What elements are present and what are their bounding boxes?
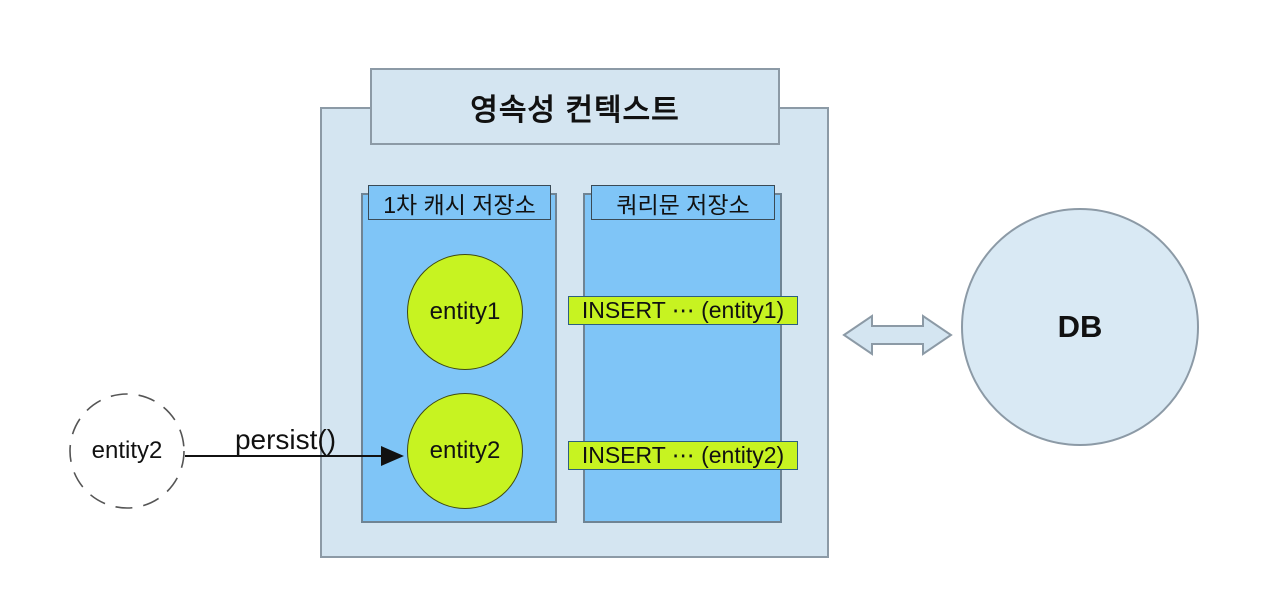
query-store-label: 쿼리문 저장소 [591,185,775,220]
query-store-box [583,193,782,523]
cache-store-label: 1차 캐시 저장소 [368,185,551,220]
persistence-context-title: 영속성 컨텍스트 [370,68,780,145]
entity2-circle: entity2 [407,393,523,509]
db-circle: DB [961,208,1199,446]
detached-entity-label: entity2 [91,437,163,464]
entity1-circle: entity1 [407,254,523,370]
insert-query-bar-2: INSERT ⋯ (entity2) [568,441,798,470]
sync-double-arrow [842,314,953,356]
persist-call-label: persist() [234,424,337,455]
insert-query-bar-1: INSERT ⋯ (entity1) [568,296,798,325]
